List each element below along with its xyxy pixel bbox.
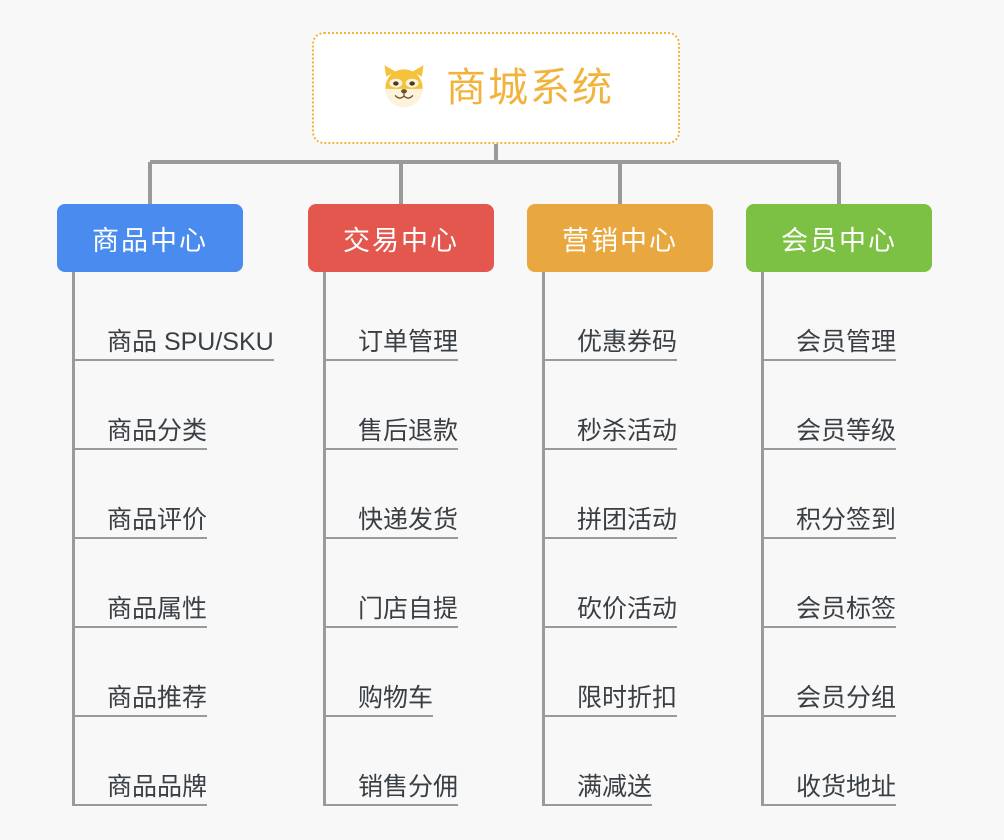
column-product-center: 商品中心 商品 SPU/SKU 商品分类 商品评价 商品属性 商品推荐 商品品牌 <box>57 204 274 806</box>
leaf-item[interactable]: 秒杀活动 <box>545 361 802 450</box>
leaf-item[interactable]: 收货地址 <box>764 717 1004 806</box>
leaf-list-member-center: 会员管理 会员等级 积分签到 会员标签 会员分组 收货地址 <box>761 272 1004 806</box>
leaf-label: 商品品牌 <box>75 774 208 806</box>
column-member-center: 会员中心 会员管理 会员等级 积分签到 会员标签 会员分组 收货地址 <box>746 204 932 806</box>
leaf-item[interactable]: 售后退款 <box>326 361 583 450</box>
leaf-label: 会员等级 <box>764 418 897 450</box>
category-title: 会员中心 <box>781 225 897 256</box>
leaf-label: 会员管理 <box>764 329 897 361</box>
leaf-item[interactable]: 满减送 <box>545 717 802 806</box>
leaf-item[interactable]: 购物车 <box>326 628 583 717</box>
leaf-item[interactable]: 商品分类 <box>75 361 332 450</box>
root-node[interactable]: 商城系统 <box>312 32 680 144</box>
leaf-item[interactable]: 优惠券码 <box>545 272 802 361</box>
column-trade-center: 交易中心 订单管理 售后退款 快递发货 门店自提 购物车 销售分佣 <box>308 204 494 806</box>
category-box-marketing-center[interactable]: 营销中心 <box>527 204 713 272</box>
leaf-label: 积分签到 <box>764 507 897 539</box>
leaf-label: 商品推荐 <box>75 685 208 717</box>
leaf-item[interactable]: 拼团活动 <box>545 450 802 539</box>
leaf-item[interactable]: 快递发货 <box>326 450 583 539</box>
leaf-item[interactable]: 会员等级 <box>764 361 1004 450</box>
leaf-item[interactable]: 会员分组 <box>764 628 1004 717</box>
root-title: 商城系统 <box>446 66 614 110</box>
leaf-label: 秒杀活动 <box>545 418 678 450</box>
leaf-label: 会员标签 <box>764 596 897 628</box>
shiba-dog-icon <box>384 65 424 108</box>
leaf-label: 销售分佣 <box>326 774 459 806</box>
leaf-label: 满减送 <box>545 774 653 806</box>
leaf-label: 优惠券码 <box>545 329 678 361</box>
leaf-item[interactable]: 商品属性 <box>75 539 332 628</box>
leaf-label: 商品分类 <box>75 418 208 450</box>
leaf-item[interactable]: 砍价活动 <box>545 539 802 628</box>
category-title: 交易中心 <box>343 225 459 256</box>
category-box-trade-center[interactable]: 交易中心 <box>308 204 494 272</box>
leaf-item[interactable]: 积分签到 <box>764 450 1004 539</box>
leaf-label: 拼团活动 <box>545 507 678 539</box>
leaf-label: 商品评价 <box>75 507 208 539</box>
leaf-list-product-center: 商品 SPU/SKU 商品分类 商品评价 商品属性 商品推荐 商品品牌 <box>72 272 332 806</box>
leaf-label: 砍价活动 <box>545 596 678 628</box>
leaf-list-trade-center: 订单管理 售后退款 快递发货 门店自提 购物车 销售分佣 <box>323 272 583 806</box>
leaf-item[interactable]: 门店自提 <box>326 539 583 628</box>
leaf-item[interactable]: 会员管理 <box>764 272 1004 361</box>
leaf-label: 快递发货 <box>326 507 459 539</box>
column-marketing-center: 营销中心 优惠券码 秒杀活动 拼团活动 砍价活动 限时折扣 满减送 <box>527 204 713 806</box>
leaf-item[interactable]: 销售分佣 <box>326 717 583 806</box>
category-title: 营销中心 <box>562 225 678 256</box>
leaf-item[interactable]: 订单管理 <box>326 272 583 361</box>
category-box-product-center[interactable]: 商品中心 <box>57 204 243 272</box>
leaf-item[interactable]: 商品 SPU/SKU <box>75 272 332 361</box>
leaf-label: 购物车 <box>326 685 434 717</box>
leaf-label: 售后退款 <box>326 418 459 450</box>
leaf-label: 限时折扣 <box>545 685 678 717</box>
leaf-item[interactable]: 商品评价 <box>75 450 332 539</box>
leaf-label: 订单管理 <box>326 329 459 361</box>
leaf-label: 商品 SPU/SKU <box>75 329 274 361</box>
leaf-list-marketing-center: 优惠券码 秒杀活动 拼团活动 砍价活动 限时折扣 满减送 <box>542 272 802 806</box>
leaf-item[interactable]: 商品推荐 <box>75 628 332 717</box>
leaf-label: 收货地址 <box>764 774 897 806</box>
leaf-label: 会员分组 <box>764 685 897 717</box>
leaf-label: 商品属性 <box>75 596 208 628</box>
leaf-item[interactable]: 商品品牌 <box>75 717 332 806</box>
category-title: 商品中心 <box>92 225 208 256</box>
leaf-label: 门店自提 <box>326 596 459 628</box>
category-box-member-center[interactable]: 会员中心 <box>746 204 932 272</box>
leaf-item[interactable]: 会员标签 <box>764 539 1004 628</box>
leaf-item[interactable]: 限时折扣 <box>545 628 802 717</box>
